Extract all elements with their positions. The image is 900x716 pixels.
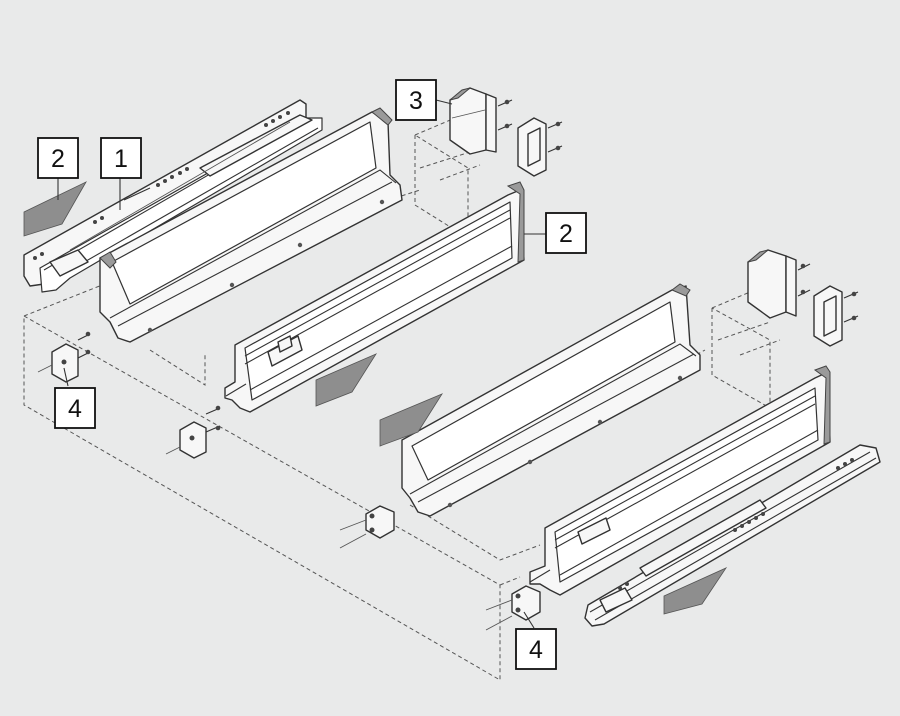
- callout-4-right-label: 4: [529, 636, 543, 664]
- cover-cap-left-lower: [315, 353, 378, 407]
- rear-bracket-right: [747, 249, 859, 347]
- callout-4-left-label: 4: [68, 395, 82, 423]
- side-panel-left-front: [224, 181, 525, 413]
- side-panel-right-front: [529, 365, 831, 596]
- callout-4-right: 4: [515, 628, 557, 670]
- callout-3-label: 3: [409, 87, 423, 115]
- cover-cap-right-upper: [379, 393, 444, 447]
- side-panel-left-back: [99, 107, 403, 343]
- callout-2-right-label: 2: [559, 220, 573, 248]
- front-fixing-bracket-right-inner: [339, 505, 395, 549]
- runner-left: [23, 99, 323, 293]
- callout-3: 3: [395, 79, 437, 121]
- side-panel-right-back: [401, 283, 701, 517]
- callout-2-left-label: 2: [51, 145, 65, 173]
- callout-1-label: 1: [114, 145, 128, 173]
- cover-cap-right-lower: [663, 567, 728, 615]
- front-fixing-bracket-right-outer: [485, 585, 541, 631]
- rear-bracket-left: [449, 87, 563, 177]
- cover-cap-left-upper: [23, 181, 87, 237]
- back-panel-outline-left: [414, 117, 481, 239]
- callout-2-left: 2: [37, 137, 79, 179]
- callout-4-left: 4: [54, 387, 96, 429]
- callout-1: 1: [100, 137, 142, 179]
- leader-lines: [57, 99, 546, 629]
- callout-2-right: 2: [545, 212, 587, 254]
- runner-right: [584, 444, 881, 627]
- front-fixing-bracket-left-inner: [165, 405, 221, 459]
- front-fixing-bracket-left-outer: [37, 331, 91, 383]
